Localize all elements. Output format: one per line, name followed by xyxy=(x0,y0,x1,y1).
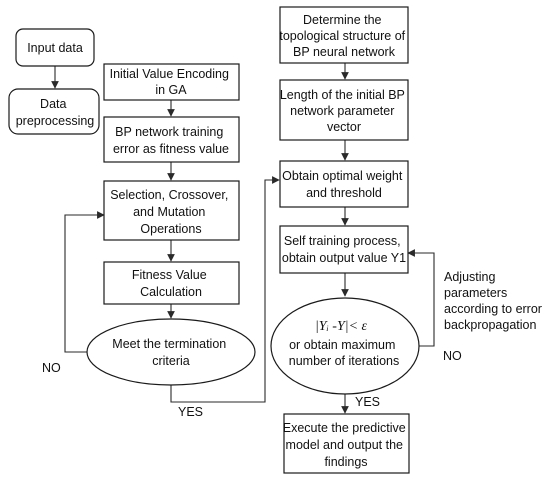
node-obtain-optimal: Obtain optimal weight and threshold xyxy=(279,160,409,208)
edge-label-no-left: NO xyxy=(42,361,61,375)
edge-no-loop-right xyxy=(407,249,435,347)
obtain-optimal-box xyxy=(279,160,409,208)
node-initial-value-encoding: Initial Value Encoding in GA xyxy=(103,63,240,101)
determine-topology-box xyxy=(279,6,409,64)
selection-crossover-label: Selection, Crossover, and Mutation Opera… xyxy=(110,188,232,236)
self-training-label: Self training process, obtain output val… xyxy=(282,234,406,265)
length-vector-label: Length of the initial BP network paramet… xyxy=(280,88,408,134)
node-length-vector: Length of the initial BP network paramet… xyxy=(279,79,409,141)
node-fitness-value: Fitness Value Calculation xyxy=(103,261,240,305)
node-error-condition: |Yᵢ -Y|< ε or obtain maximum number of i… xyxy=(270,297,420,395)
data-preprocessing-label: Data preprocessing xyxy=(16,97,95,128)
data-preprocessing-box xyxy=(8,88,100,135)
obtain-optimal-label: Obtain optimal weight and threshold xyxy=(282,169,406,200)
fitness-value-label: Fitness Value Calculation xyxy=(132,268,210,299)
node-input-data: Input data xyxy=(15,28,95,67)
self-training-box xyxy=(279,225,409,274)
edges xyxy=(51,63,435,414)
bp-training-error-box xyxy=(103,116,240,163)
determine-topology-label: Determine the topological structure of B… xyxy=(279,13,408,59)
bp-training-error-label: BP network training error as fitness val… xyxy=(113,125,229,156)
input-data-box xyxy=(15,28,95,67)
edge-label-yes-right: YES xyxy=(355,395,380,409)
execute-model-label: Execute the predictive model and output … xyxy=(283,421,409,469)
edge-label-adjusting: Adjusting parameters according to error … xyxy=(444,270,545,332)
meet-termination-label: Meet the termination criteria xyxy=(112,337,229,368)
node-meet-termination: Meet the termination criteria xyxy=(86,318,256,386)
error-condition-label: or obtain maximum number of iterations xyxy=(289,338,399,368)
meet-termination-ellipse xyxy=(86,318,256,386)
node-selection-crossover: Selection, Crossover, and Mutation Opera… xyxy=(103,180,240,241)
selection-crossover-box xyxy=(103,180,240,241)
edge-yes-to-optimal xyxy=(170,176,280,403)
initial-value-encoding-label: Initial Value Encoding in GA xyxy=(110,67,233,97)
edge-label-no-right: NO xyxy=(443,349,462,363)
error-condition-formula: |Yᵢ -Y|< ε xyxy=(315,319,368,334)
node-data-preprocessing: Data preprocessing xyxy=(8,88,100,135)
fitness-value-box xyxy=(103,261,240,305)
node-self-training: Self training process, obtain output val… xyxy=(279,225,409,274)
node-determine-topology: Determine the topological structure of B… xyxy=(279,6,409,64)
node-execute-model: Execute the predictive model and output … xyxy=(283,413,410,474)
execute-model-box xyxy=(283,413,410,474)
length-vector-box xyxy=(279,79,409,141)
node-bp-training-error: BP network training error as fitness val… xyxy=(103,116,240,163)
input-data-label: Input data xyxy=(27,41,83,55)
edge-label-yes-left: YES xyxy=(178,405,203,419)
initial-value-encoding-box xyxy=(103,63,240,101)
edge-no-loop-left xyxy=(64,211,105,353)
error-condition-ellipse xyxy=(270,297,420,395)
